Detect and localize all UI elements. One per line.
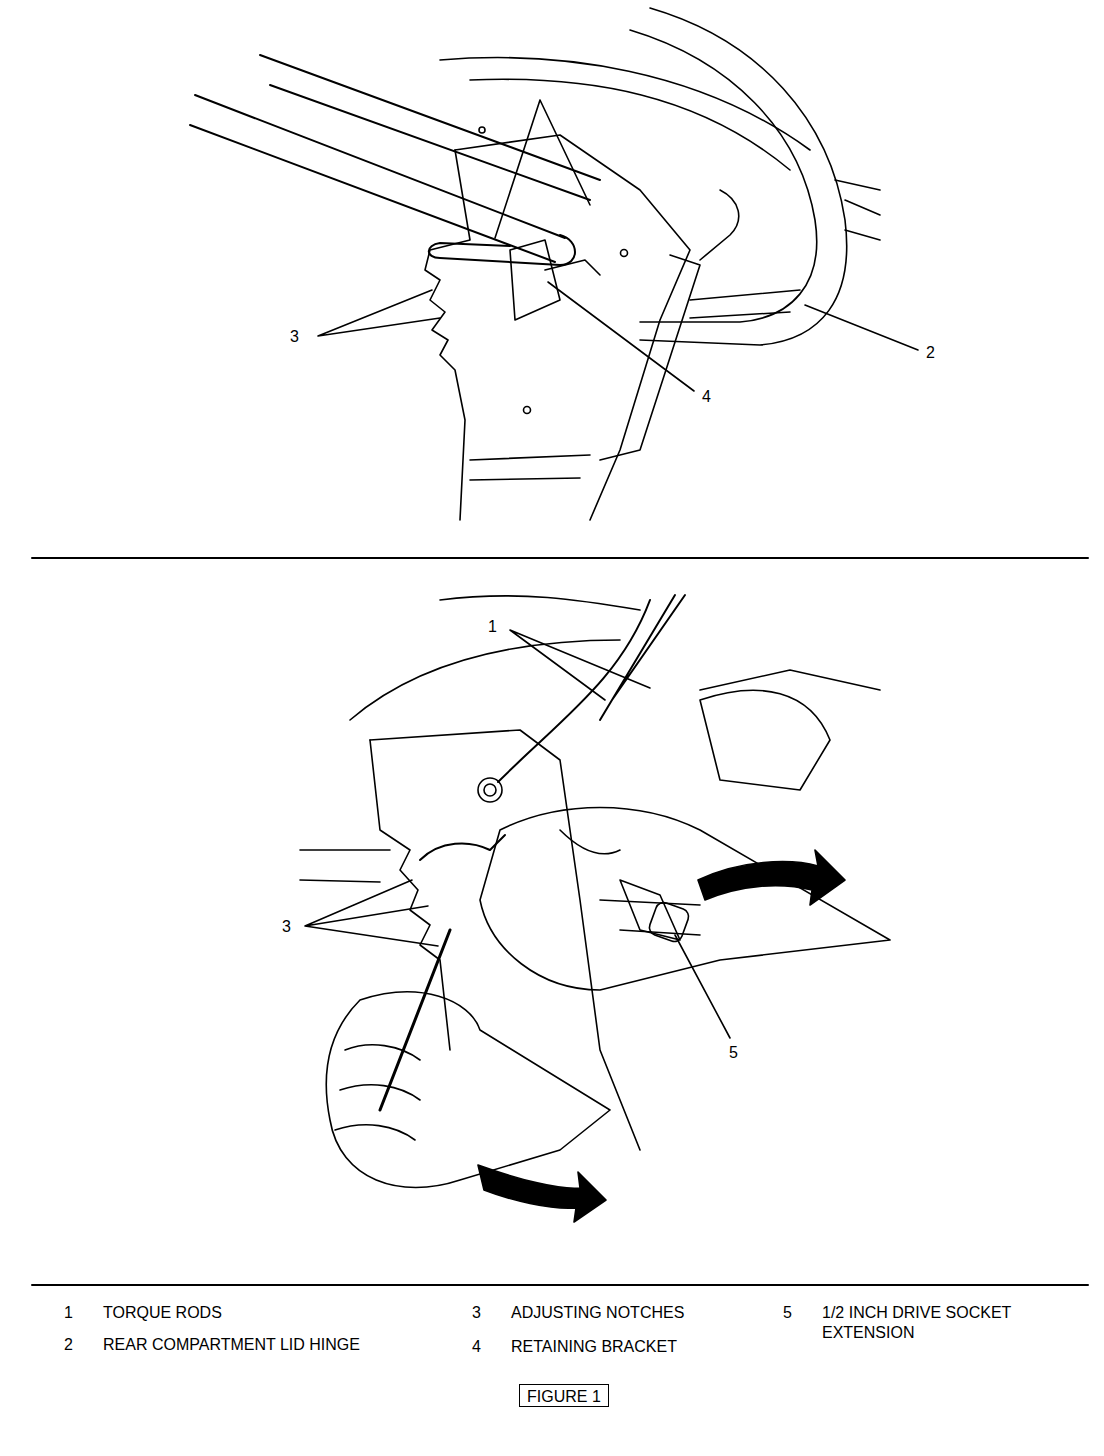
body-panel <box>350 640 620 720</box>
figure-box: FIGURE 1 <box>519 1384 609 1407</box>
callout-number: 5 <box>729 1043 738 1063</box>
body-panel <box>700 690 830 790</box>
separator <box>32 1284 1088 1286</box>
callout-number: 4 <box>702 387 711 407</box>
part-name: RETAINING BRACKET <box>511 1337 677 1357</box>
body-panel <box>700 190 739 260</box>
bracket <box>470 455 590 480</box>
torque-rod <box>600 595 685 720</box>
hand <box>326 992 610 1188</box>
part-name: 1/2 INCH DRIVE SOCKET EXTENSION <box>822 1303 1062 1343</box>
motion-arrow <box>478 1165 606 1222</box>
part-name: ADJUSTING NOTCHES <box>511 1303 684 1323</box>
body-panel <box>470 79 790 170</box>
body-panel <box>835 180 880 240</box>
callout-number: 1 <box>488 617 497 637</box>
leader-line <box>548 282 694 391</box>
socket-extension <box>380 930 450 1110</box>
callout-number: 3 <box>290 327 299 347</box>
leader-line <box>495 100 590 238</box>
leader-line <box>675 935 730 1038</box>
bracket <box>370 730 640 1150</box>
body-panel <box>700 670 880 690</box>
legend-number: 3 <box>472 1303 481 1323</box>
legend-number: 5 <box>783 1303 792 1323</box>
torque-rod <box>498 600 650 782</box>
legend-number: 1 <box>64 1303 73 1323</box>
leader-line <box>805 305 918 350</box>
hole <box>621 250 628 257</box>
callout-number: 3 <box>282 917 291 937</box>
body-panel <box>300 850 390 882</box>
bracket <box>370 740 450 1050</box>
part-name: REAR COMPARTMENT LID HINGE <box>103 1335 360 1355</box>
hand <box>335 1045 420 1140</box>
torque-rod <box>195 95 565 238</box>
torque-rod <box>429 235 575 265</box>
part-name: TORQUE RODS <box>103 1303 222 1323</box>
hand <box>560 830 700 935</box>
motion-arrow <box>698 850 845 905</box>
leader-line <box>305 880 438 946</box>
retaining-bracket <box>510 240 560 320</box>
hole <box>524 407 531 414</box>
legend-number: 4 <box>472 1337 481 1357</box>
hole <box>484 784 496 796</box>
body-panel <box>440 58 810 150</box>
torque-rod <box>270 85 590 200</box>
socket-extension <box>647 900 691 944</box>
legend-number: 2 <box>64 1335 73 1355</box>
torque-rod <box>190 125 555 262</box>
hole <box>479 127 485 133</box>
hand <box>480 808 890 991</box>
figure-label: FIGURE 1 <box>527 1388 601 1405</box>
bracket <box>425 150 470 520</box>
body-panel <box>440 596 640 610</box>
separator <box>32 557 1088 559</box>
leader-line <box>510 630 650 700</box>
lid-hinge <box>630 30 817 322</box>
callout-number: 2 <box>926 343 935 363</box>
hinge-arm <box>690 290 800 318</box>
leader-line <box>318 290 440 336</box>
